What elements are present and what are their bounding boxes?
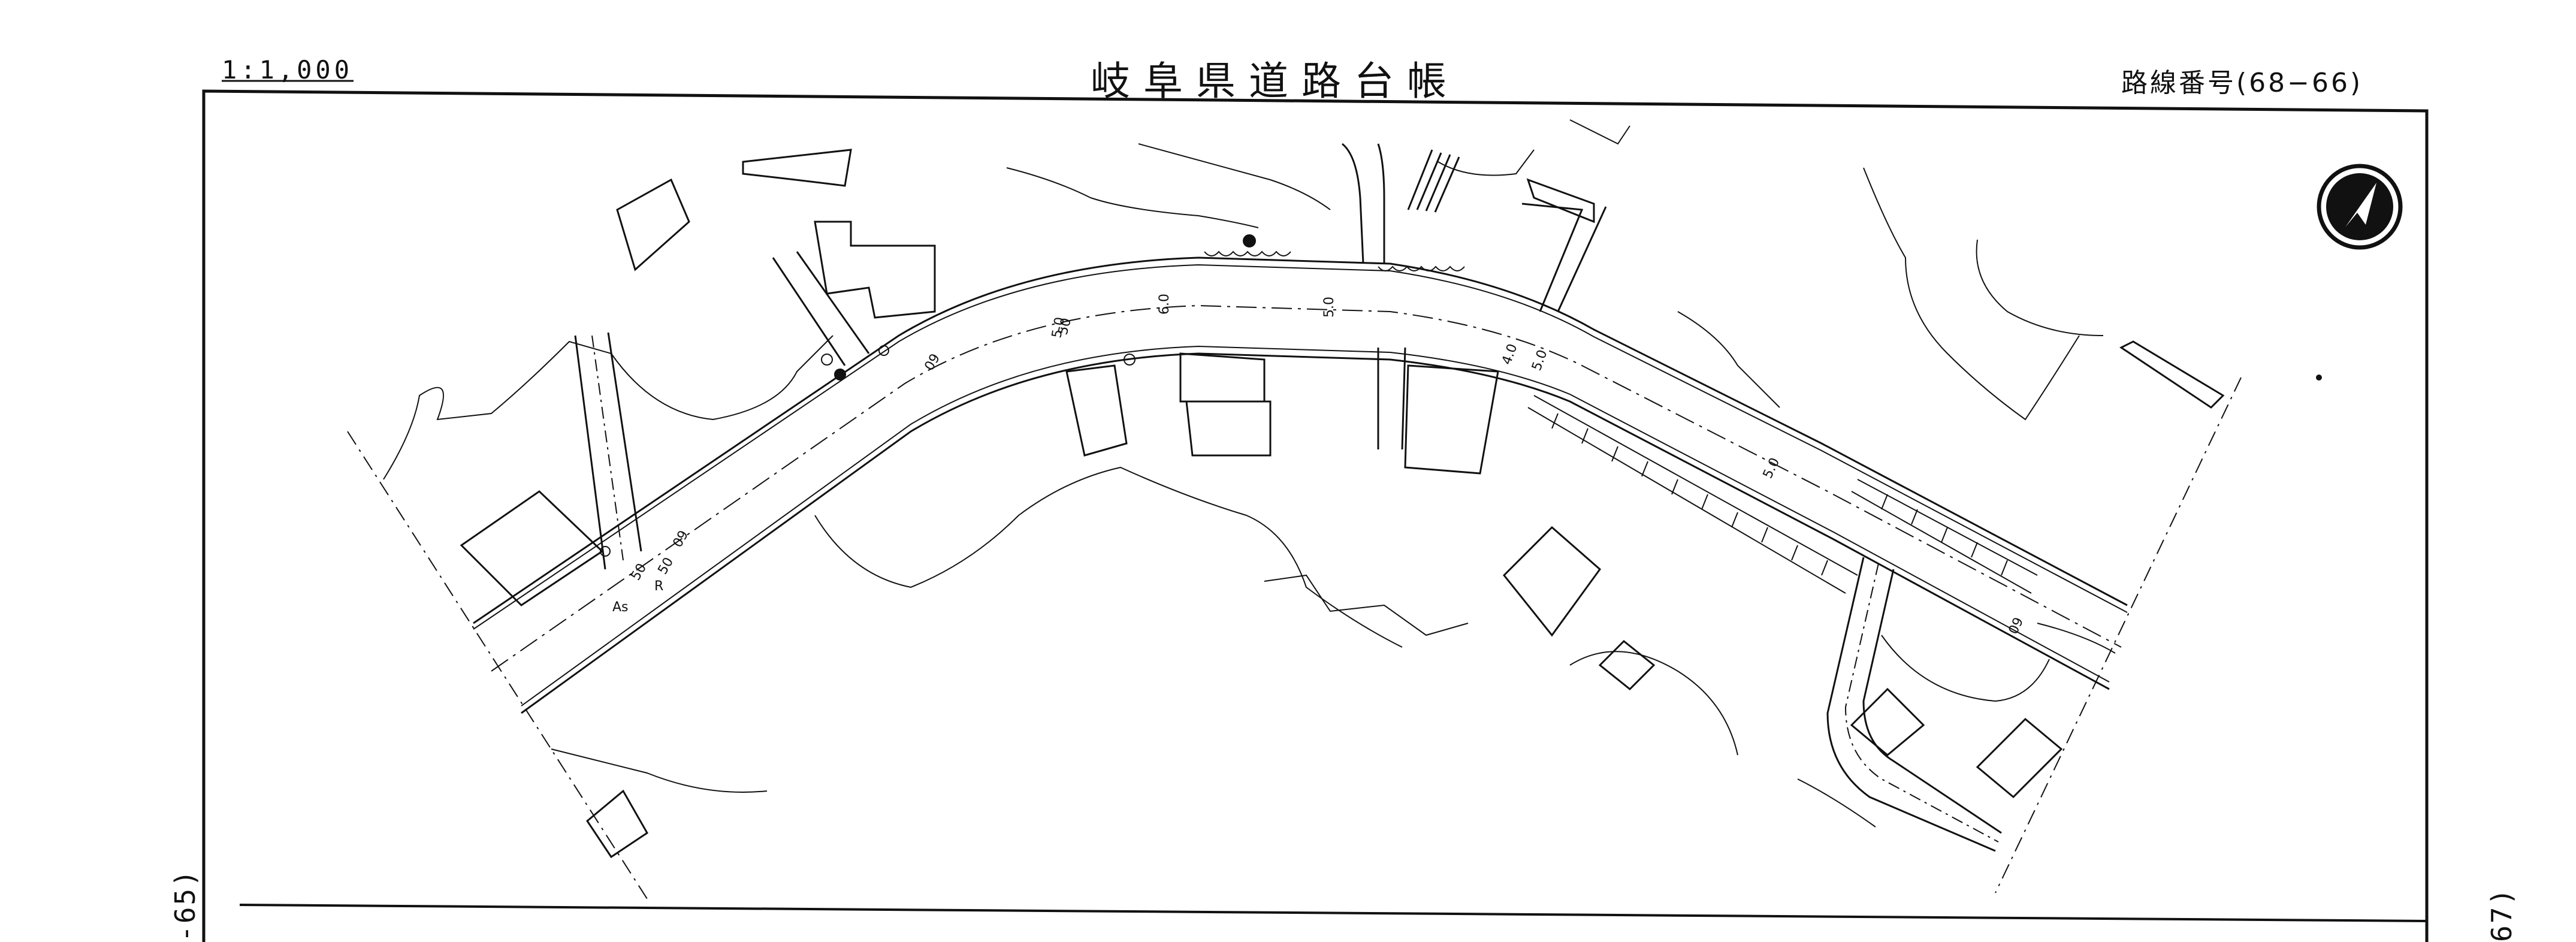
wall-north-hatch: [1407, 149, 1460, 213]
route-number: 路線番号(68−66): [2121, 68, 2363, 98]
road-edge-south-inner: [521, 345, 2110, 707]
building-12: [586, 789, 648, 859]
ledger-title: 岐阜県道路台帳: [1091, 58, 1460, 104]
station-50-c: 5.0: [1322, 297, 1337, 318]
wall-south-main: [1533, 395, 1858, 576]
side-road-left: [574, 332, 642, 570]
station-50-d: 5.0: [1529, 348, 1550, 373]
building-5: [1185, 400, 1272, 457]
boundary-a: [383, 335, 833, 480]
terrain-lines: [383, 119, 2116, 828]
wall-east-hatch: [1881, 494, 2008, 576]
north-arrow-icon: [2317, 164, 2403, 250]
main-road: [473, 256, 2128, 714]
side-road-mid: [772, 251, 870, 366]
pole-symbol-4: [878, 345, 889, 356]
side-road-north-a: [1342, 143, 1385, 264]
side-road-south-right-center: [1844, 563, 1999, 843]
road-edge-north-inner: [473, 264, 2128, 630]
boundary-f: [1569, 119, 1630, 145]
marker-dot: [2316, 375, 2322, 381]
label-r: R: [654, 579, 663, 594]
map-frame: [202, 89, 2429, 942]
building-4: [1179, 352, 1266, 403]
boundary-d: [1138, 143, 1331, 210]
scallop-row-b: [1378, 265, 1465, 271]
scallop-row: [1204, 250, 1291, 256]
pole-symbol-5: [1124, 354, 1136, 366]
pole-symbol-2: [834, 369, 846, 381]
side-road-curve-hatch: [1881, 635, 2050, 702]
bottom-rule: [239, 904, 2427, 922]
boundary-h: [1863, 167, 2080, 421]
building-8: [1598, 639, 1656, 691]
boundary-g: [1677, 311, 1780, 408]
station-50-a: 50: [629, 561, 650, 583]
station-labels: 09 50 09 6.0 5.0 5.0 4.0 5.0 5.0 09 50 5…: [612, 294, 2027, 637]
side-roads: [574, 143, 2050, 852]
building-7: [1502, 526, 1602, 637]
side-road-south-right: [1826, 557, 2002, 852]
pole-symbol-1: [1243, 234, 1256, 247]
buildings: [460, 149, 2225, 859]
side-road-left-center: [591, 335, 624, 561]
building-9: [1850, 687, 1925, 756]
map-symbols: [600, 234, 2322, 557]
boundary-k: [1569, 651, 1738, 756]
pole-symbol-3: [821, 354, 833, 366]
road-centerline: [491, 304, 2122, 672]
building-15: [1526, 178, 1595, 224]
building-3: [1065, 364, 1128, 457]
building-2: [814, 221, 936, 319]
road-edge-north: [473, 256, 2128, 624]
station-09-c: 09: [2006, 615, 2027, 637]
building-11: [2119, 340, 2225, 409]
building-13: [616, 178, 690, 271]
station-60: 6.0: [1157, 294, 1172, 315]
station-50-e: 5.0: [1760, 455, 1783, 481]
building-6: [1404, 364, 1499, 475]
building-14: [742, 149, 852, 187]
boundary-m: [1797, 778, 1876, 828]
station-50-g: 50: [656, 555, 677, 577]
boundary-j: [1264, 574, 1469, 636]
pole-symbol-6: [600, 546, 611, 557]
cut-line-right: [1995, 377, 2242, 893]
boundary-n: [2037, 623, 2116, 654]
side-road-north-b: [1521, 203, 1607, 312]
label-as: As: [612, 600, 629, 615]
wall-south-main-b: [1527, 407, 1846, 594]
boundary-c: [1006, 167, 1259, 228]
station-50-b: 5.0: [1049, 316, 1068, 339]
retaining-walls: [1204, 149, 2038, 594]
station-09-a: 09: [671, 528, 692, 550]
boundary-b: [814, 466, 1403, 648]
side-road-down: [1377, 347, 1406, 450]
boundary-i: [1976, 239, 2104, 336]
boundary-l: [551, 748, 768, 793]
station-40: 4.0: [1499, 342, 1520, 367]
scale-label: 1:1,000: [222, 55, 354, 84]
building-10: [1976, 717, 2063, 799]
cut-line-left: [347, 431, 648, 899]
wall-south-hatch: [1551, 413, 1828, 576]
building-1: [460, 490, 604, 606]
station-09-b: 09: [922, 351, 944, 373]
